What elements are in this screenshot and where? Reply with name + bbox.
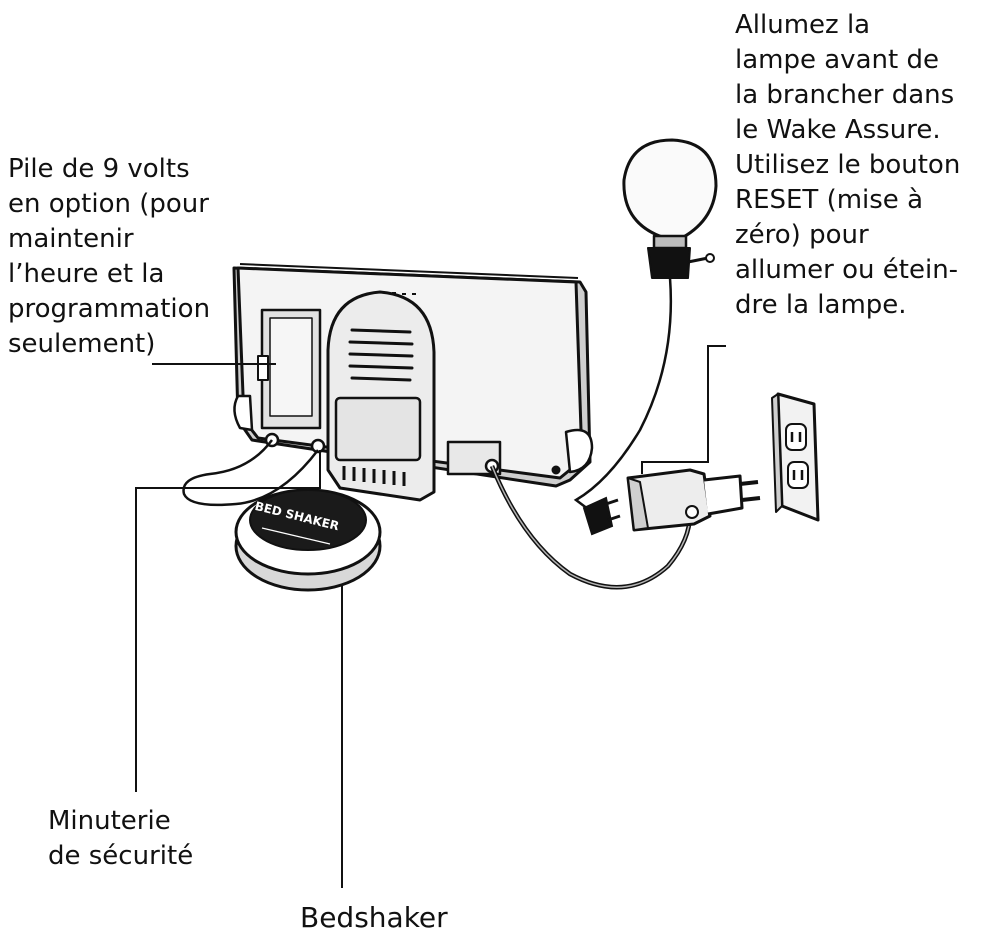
wall-adapter (626, 468, 761, 532)
bedshaker-label: Bedshaker (300, 901, 448, 934)
lamp-plug-icon (582, 496, 621, 536)
timer-label-line: de sécurité (48, 841, 194, 871)
lamp-label-line: allumer ou étein- (735, 255, 959, 285)
lamp-label-line: Utilisez le bouton (735, 150, 961, 180)
light-bulb-icon (622, 138, 718, 279)
left-foot (233, 394, 254, 432)
battery-label-line: l’heure et la (8, 259, 165, 289)
alarm-clock-unit (232, 263, 594, 502)
battery-label: Pile de 9 volts en option (pour mainteni… (8, 152, 210, 362)
lamp-instruction-label: Allumez la lampe avant de la brancher da… (735, 8, 960, 323)
safety-timer-label: Minuterie de sécurité (48, 804, 193, 874)
battery-label-line: maintenir (8, 224, 134, 254)
lamp-label-line: lampe avant de (735, 45, 939, 75)
battery-label-line: programmation (8, 294, 211, 324)
timer-leader (135, 450, 321, 792)
lamp-label-line: le Wake Assure. (735, 115, 941, 145)
bottom-vents-icon (342, 466, 406, 486)
lamp-label-line: la brancher dans (735, 80, 955, 110)
lamp-label-line: RESET (mise à (735, 185, 924, 215)
battery-label-line: Pile de 9 volts (8, 154, 190, 184)
speaker-grille-icon (348, 328, 414, 382)
bedshaker-cord (182, 439, 319, 507)
lamp-label-line: dre la lampe. (735, 290, 907, 320)
battery-label-line: seulement) (8, 329, 156, 359)
lamp-label-line: Allumez la (735, 10, 871, 40)
lamp-label-line: zéro) pour (735, 220, 869, 250)
right-foot (564, 428, 594, 474)
timer-label-line: Minuterie (48, 806, 171, 836)
wall-outlet-icon (771, 392, 820, 522)
bedshaker-pad: BED SHAKER (234, 488, 382, 592)
battery-label-line: en option (pour (8, 189, 209, 219)
lamp-leader (641, 345, 726, 474)
lamp-cord (573, 277, 673, 513)
leader-lines (135, 345, 726, 888)
